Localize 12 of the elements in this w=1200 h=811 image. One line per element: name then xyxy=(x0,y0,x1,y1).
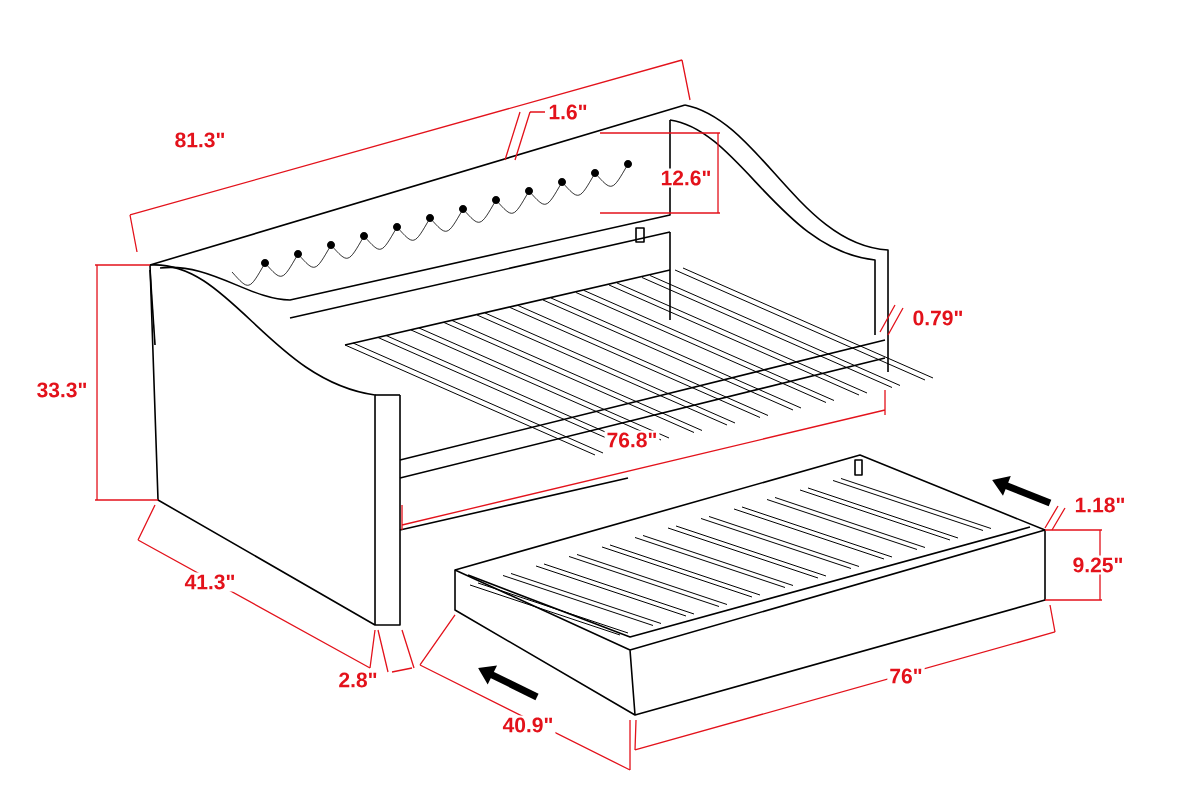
dimension-label: 33.3" xyxy=(34,380,90,400)
dimension-label: 40.9" xyxy=(500,715,556,735)
dimension-label: 1.18" xyxy=(1072,495,1128,515)
dimension-label: 12.6" xyxy=(658,168,714,188)
dimension-label: 41.3" xyxy=(182,572,238,592)
dimension-label: 76" xyxy=(887,666,925,686)
dimension-label: 1.6" xyxy=(546,102,590,122)
dimension-label: 0.79" xyxy=(910,308,966,328)
dimension-label: 2.8" xyxy=(336,670,380,690)
dimension-label: 76.8" xyxy=(604,430,660,450)
dimension-label: 9.25" xyxy=(1070,555,1126,575)
dimension-label: 81.3" xyxy=(172,130,228,150)
